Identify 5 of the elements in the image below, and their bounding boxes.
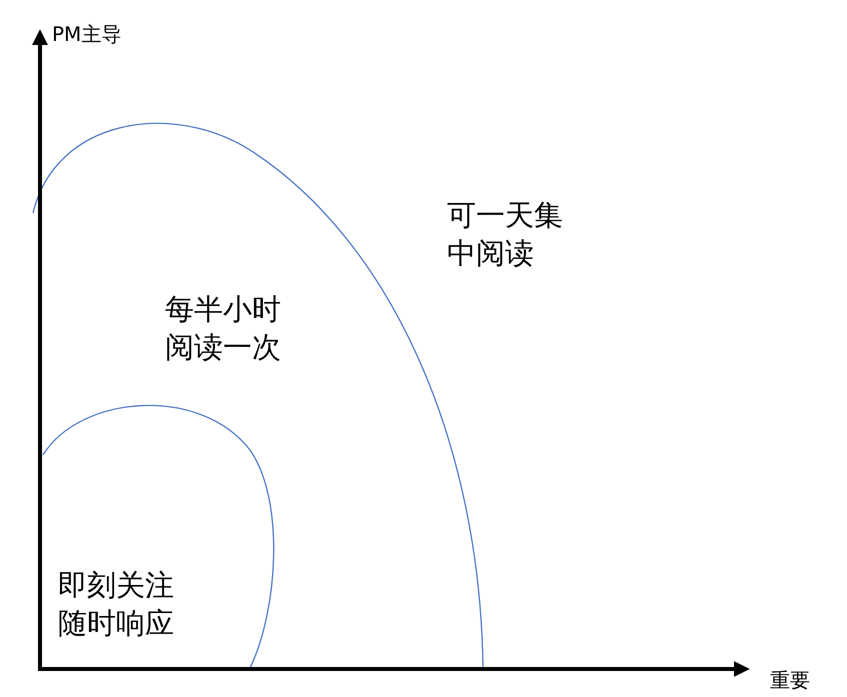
axis-label: 重要 bbox=[770, 668, 810, 692]
region-label: 即刻关注随时响应 bbox=[58, 567, 175, 642]
axis-label: PM主导 bbox=[52, 22, 122, 46]
region-label: 每半小时阅读一次 bbox=[165, 291, 282, 366]
region-label: 可一天集中阅读 bbox=[447, 197, 564, 272]
